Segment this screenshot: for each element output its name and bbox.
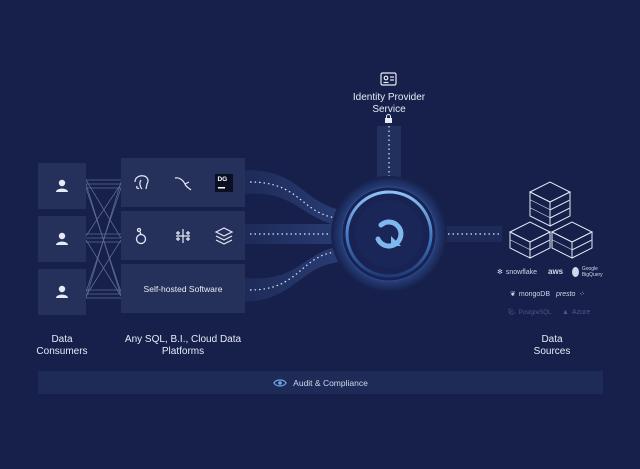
consumer-box-3 [38, 269, 86, 315]
identity-title-line1: Identity Provider [352, 92, 426, 103]
user-icon [56, 179, 68, 192]
postgresql-vendor-icon: 🐘︎ [508, 310, 516, 316]
audit-label: Audit & Compliance [293, 377, 368, 388]
platform-hub-dotted [249, 181, 337, 291]
vendor-mongodb: ❦ mongoDB [510, 290, 551, 299]
vendor-bigquery: Google BigQuery [572, 266, 608, 278]
vendor-presto-label: presto [556, 290, 576, 298]
platform-box-bi [121, 211, 245, 260]
platform-box-self-hosted: Self-hosted Software [121, 264, 245, 313]
vendor-aws: aws [548, 267, 563, 276]
looker-icon [131, 225, 153, 247]
mysql-icon [172, 172, 194, 194]
id-card-icon [380, 72, 397, 86]
consumer-box-2 [38, 216, 86, 262]
hub-logo-icon [375, 219, 404, 249]
vendor-snowflake: ✻ snowflake [497, 268, 538, 277]
sources-label-line1: Data [541, 334, 563, 345]
platforms-label-line1: Any SQL, B.I., Cloud Data [124, 334, 242, 345]
postgresql-icon [131, 172, 153, 194]
datagrip-text: DG [217, 176, 228, 183]
consumer-platform-links [85, 179, 122, 299]
audit-compliance-bar: Audit & Compliance [38, 371, 603, 394]
sources-label-line2: Sources [533, 346, 571, 357]
platforms-label: Any SQL, B.I., Cloud Data Platforms [118, 334, 248, 358]
user-icon [56, 285, 68, 298]
hub [331, 176, 447, 292]
sources-label: Data Sources [520, 334, 584, 358]
vendor-postgresql-label: PostgreSQL [518, 309, 552, 316]
user-icon [56, 232, 68, 245]
eye-icon [273, 378, 287, 387]
hub-source-link [446, 226, 502, 242]
databricks-icon [213, 225, 235, 247]
vendor-azure-label: Azure [571, 309, 591, 316]
identity-title-line2: Service [372, 104, 406, 115]
datagrip-icon: DG [213, 172, 235, 194]
consumers-label: Data Consumers [30, 334, 94, 358]
consumers-label-line1: Data [51, 334, 73, 345]
vendor-presto: presto ⁘ [556, 290, 585, 299]
snowflake-icon: ✻ [497, 269, 503, 276]
mongodb-leaf-icon: ❦ [510, 291, 516, 298]
platform-box-sql: DG [121, 158, 245, 207]
identity-link [377, 126, 401, 182]
lock-icon [385, 114, 392, 123]
identity-provider-label: Identity Provider Service [344, 92, 434, 116]
presto-icon: ⁘ [578, 291, 585, 298]
consumers-label-line2: Consumers [36, 346, 88, 357]
vendor-mongodb-label: mongoDB [518, 290, 551, 298]
vendor-postgresql: 🐘︎ PostgreSQL [508, 309, 552, 317]
consumer-box-1 [38, 163, 86, 209]
vendor-bigquery-label: Google BigQuery [581, 266, 603, 278]
self-hosted-label: Self-hosted Software [143, 283, 223, 294]
bigquery-icon [572, 267, 579, 277]
tableau-icon [172, 225, 194, 247]
vendor-azure: ▲ Azure [562, 309, 590, 316]
platforms-label-line2: Platforms [161, 346, 205, 357]
azure-icon: ▲ [562, 309, 569, 316]
database-cubes-icon [508, 181, 594, 259]
vendor-snowflake-label: snowflake [505, 268, 538, 276]
platform-hub-flows [245, 170, 340, 302]
vendor-aws-label: aws [548, 267, 564, 276]
